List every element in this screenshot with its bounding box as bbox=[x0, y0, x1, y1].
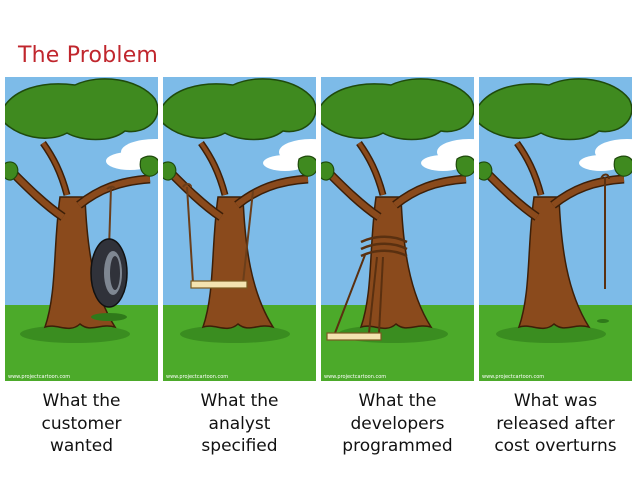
tree-illustration bbox=[163, 77, 316, 381]
caption-line: released after bbox=[496, 413, 615, 434]
panel-customer: www.projectcartoon.com bbox=[5, 77, 158, 381]
credit-label: www.projectcartoon.com bbox=[8, 374, 71, 380]
caption-line: What the bbox=[200, 391, 279, 411]
wrapped-swing-icon bbox=[326, 235, 408, 341]
caption-line: specified bbox=[201, 436, 278, 456]
panel-released: www.projectcartoon.com bbox=[479, 77, 632, 381]
board-swing-icon bbox=[182, 183, 254, 289]
tree-illustration bbox=[5, 77, 158, 381]
panel-developers: www.projectcartoon.com bbox=[321, 77, 474, 381]
panel-analyst: www.projectcartoon.com bbox=[163, 77, 316, 381]
slide-title: The Problem bbox=[18, 43, 159, 68]
caption-line: developers bbox=[350, 413, 445, 434]
dangling-rope-icon bbox=[597, 173, 610, 323]
caption-line: What the bbox=[358, 391, 437, 411]
caption-released: What was released after cost overturns bbox=[477, 390, 634, 458]
tree-illustration bbox=[479, 77, 632, 381]
caption-line: What the bbox=[42, 391, 121, 411]
tire-swing-icon bbox=[90, 185, 128, 321]
credit-label: www.projectcartoon.com bbox=[482, 374, 545, 380]
tree-illustration bbox=[321, 77, 474, 381]
caption-line: analyst bbox=[208, 413, 271, 434]
caption-line: wanted bbox=[49, 436, 113, 456]
caption-line: customer bbox=[41, 413, 122, 434]
caption-line: What was bbox=[513, 391, 598, 411]
caption-line: cost overturns bbox=[494, 436, 617, 456]
credit-label: www.projectcartoon.com bbox=[324, 374, 387, 380]
caption-developers: What the developers programmed bbox=[319, 390, 476, 458]
caption-analyst: What the analyst specified bbox=[161, 390, 318, 458]
caption-customer: What the customer wanted bbox=[3, 390, 160, 458]
credit-label: www.projectcartoon.com bbox=[166, 374, 229, 380]
caption-line: programmed bbox=[342, 436, 453, 456]
